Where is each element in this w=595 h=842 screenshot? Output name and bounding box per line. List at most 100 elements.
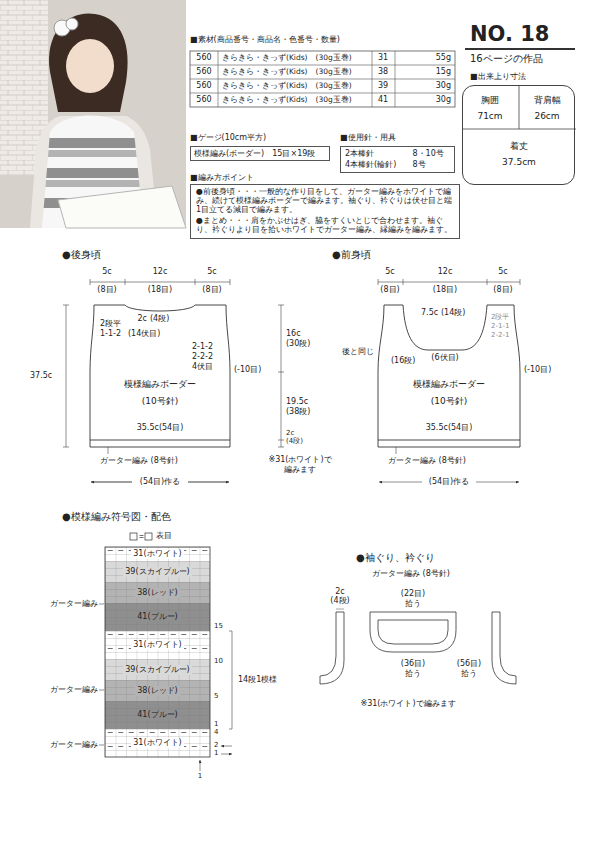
line-art	[320, 612, 344, 684]
label: (4段)	[330, 597, 349, 605]
line-art	[320, 612, 336, 676]
label: 560	[196, 82, 211, 90]
label: (8目)	[202, 286, 221, 294]
line-art	[192, 648, 197, 649]
node-text: 31(ホワイト)	[131, 640, 183, 650]
node-text: 39(スカイブルー)	[123, 567, 191, 577]
line-art	[202, 648, 207, 649]
label: 1	[214, 721, 218, 728]
needle-box: 2本棒針8・10号4本棒針(輪針)8号	[340, 146, 455, 173]
line-art	[40, 168, 150, 178]
label: (30段)	[286, 340, 310, 348]
line-art	[465, 48, 575, 50]
label: (36目)	[401, 660, 425, 668]
label: (-10目)	[234, 366, 261, 374]
line-art	[129, 732, 134, 733]
node-text: (10号針)	[142, 397, 178, 406]
label: 4	[214, 729, 218, 736]
line-art	[492, 612, 516, 684]
node-text: 8号	[413, 161, 450, 169]
line-art	[190, 51, 455, 107]
label: ガーター編み (8号針)	[388, 457, 466, 465]
label: 35.5c(54目)	[137, 424, 184, 432]
label: 41	[378, 96, 388, 104]
label: 2段平	[491, 314, 509, 321]
label: ■出来上り寸法	[470, 73, 526, 81]
label: 55g	[436, 54, 451, 62]
line-art	[202, 746, 207, 747]
size-table: 胸囲71cm背肩幅26cm着丈37.5cm	[462, 85, 575, 185]
node-text: 2本棒針	[345, 150, 403, 158]
label: 37.5c	[30, 372, 52, 380]
node-text: 41(ブルー)	[135, 612, 179, 622]
line-art	[49, 13, 128, 112]
node-text: ●まとめ・・・肩をかぶせはぎ、脇をすくいとじで合わせます。袖ぐり、衿ぐりより目を…	[196, 217, 454, 235]
line-art	[378, 305, 520, 447]
label: 15g	[436, 68, 451, 76]
line-art	[492, 612, 516, 684]
label: 2c	[138, 315, 148, 323]
label: 1	[214, 750, 218, 757]
line-art	[108, 732, 113, 733]
line-art	[320, 612, 344, 684]
node-text: 31(ホワイト)	[131, 738, 183, 748]
line-art	[90, 305, 230, 447]
label: 2段平	[100, 320, 121, 328]
page-title: NO. 18	[470, 24, 549, 45]
node-text: 71cm	[477, 112, 502, 121]
line-art	[139, 732, 144, 733]
label: ガーター編み (8号針)	[100, 457, 178, 465]
line-art	[40, 180, 150, 187]
label: 38	[378, 68, 388, 76]
label: (54目)作る	[140, 478, 180, 486]
line-art	[118, 634, 123, 635]
label: 39	[378, 82, 388, 90]
line-art	[229, 631, 232, 729]
node-text: 31(ホワイト)	[131, 549, 183, 559]
line-art	[105, 547, 210, 757]
label: (8目)	[97, 286, 116, 294]
line-art	[379, 482, 422, 483]
node-text: 38(レッド)	[135, 686, 179, 696]
color-band: 31(ホワイト)	[105, 631, 210, 659]
line-art	[370, 612, 456, 652]
label: 2-1-2	[192, 343, 213, 351]
line-art	[150, 732, 155, 733]
label: ■編み方ポイント	[190, 174, 254, 182]
label: ■素材(商品番号・商品名・色番号・数量)	[190, 36, 340, 44]
line-art	[108, 746, 113, 747]
line-art	[108, 550, 113, 551]
notes-box: ●前後身頃・・・一般的な作り目をして、ガーター編みをホワイトで編み、続けて模様編…	[190, 184, 460, 239]
label: 12c	[153, 268, 168, 276]
line-art	[181, 634, 186, 635]
label: ■使用針・用具	[340, 134, 396, 142]
line-art	[108, 648, 113, 649]
label: 2c	[286, 430, 294, 437]
label: ※31(ホワイト)で編みます	[360, 700, 455, 708]
label: (54目)作る	[429, 478, 469, 486]
label: 5c	[102, 268, 112, 276]
color-band: 38(レッド)	[105, 582, 210, 603]
label: (4段)	[286, 438, 303, 445]
line-art	[202, 732, 207, 733]
line-art	[0, 0, 186, 228]
line-art	[139, 634, 144, 635]
label: 7.5c	[421, 309, 438, 317]
label: ■ゲージ(10cm平方)	[190, 134, 266, 142]
node-text: 39(スカイブルー)	[123, 665, 191, 675]
line-art	[192, 746, 197, 747]
node-text: 模様編みボーダー	[413, 380, 485, 389]
legend-text: 表目	[156, 532, 172, 540]
line-art	[108, 634, 113, 635]
color-band: 38(レッド)	[105, 680, 210, 701]
line-art	[192, 550, 197, 551]
label: 30g	[436, 96, 451, 104]
label: (56目)	[457, 660, 481, 668]
color-band: 41(ブルー)	[105, 701, 210, 729]
line-art	[40, 150, 150, 157]
line-art	[200, 760, 201, 771]
label: 2	[214, 742, 218, 749]
label: ガーター編み	[50, 741, 98, 749]
label: ●前身頃	[332, 250, 371, 260]
label: きらきら・きっず(Kids) (30g玉巻)	[222, 96, 352, 104]
